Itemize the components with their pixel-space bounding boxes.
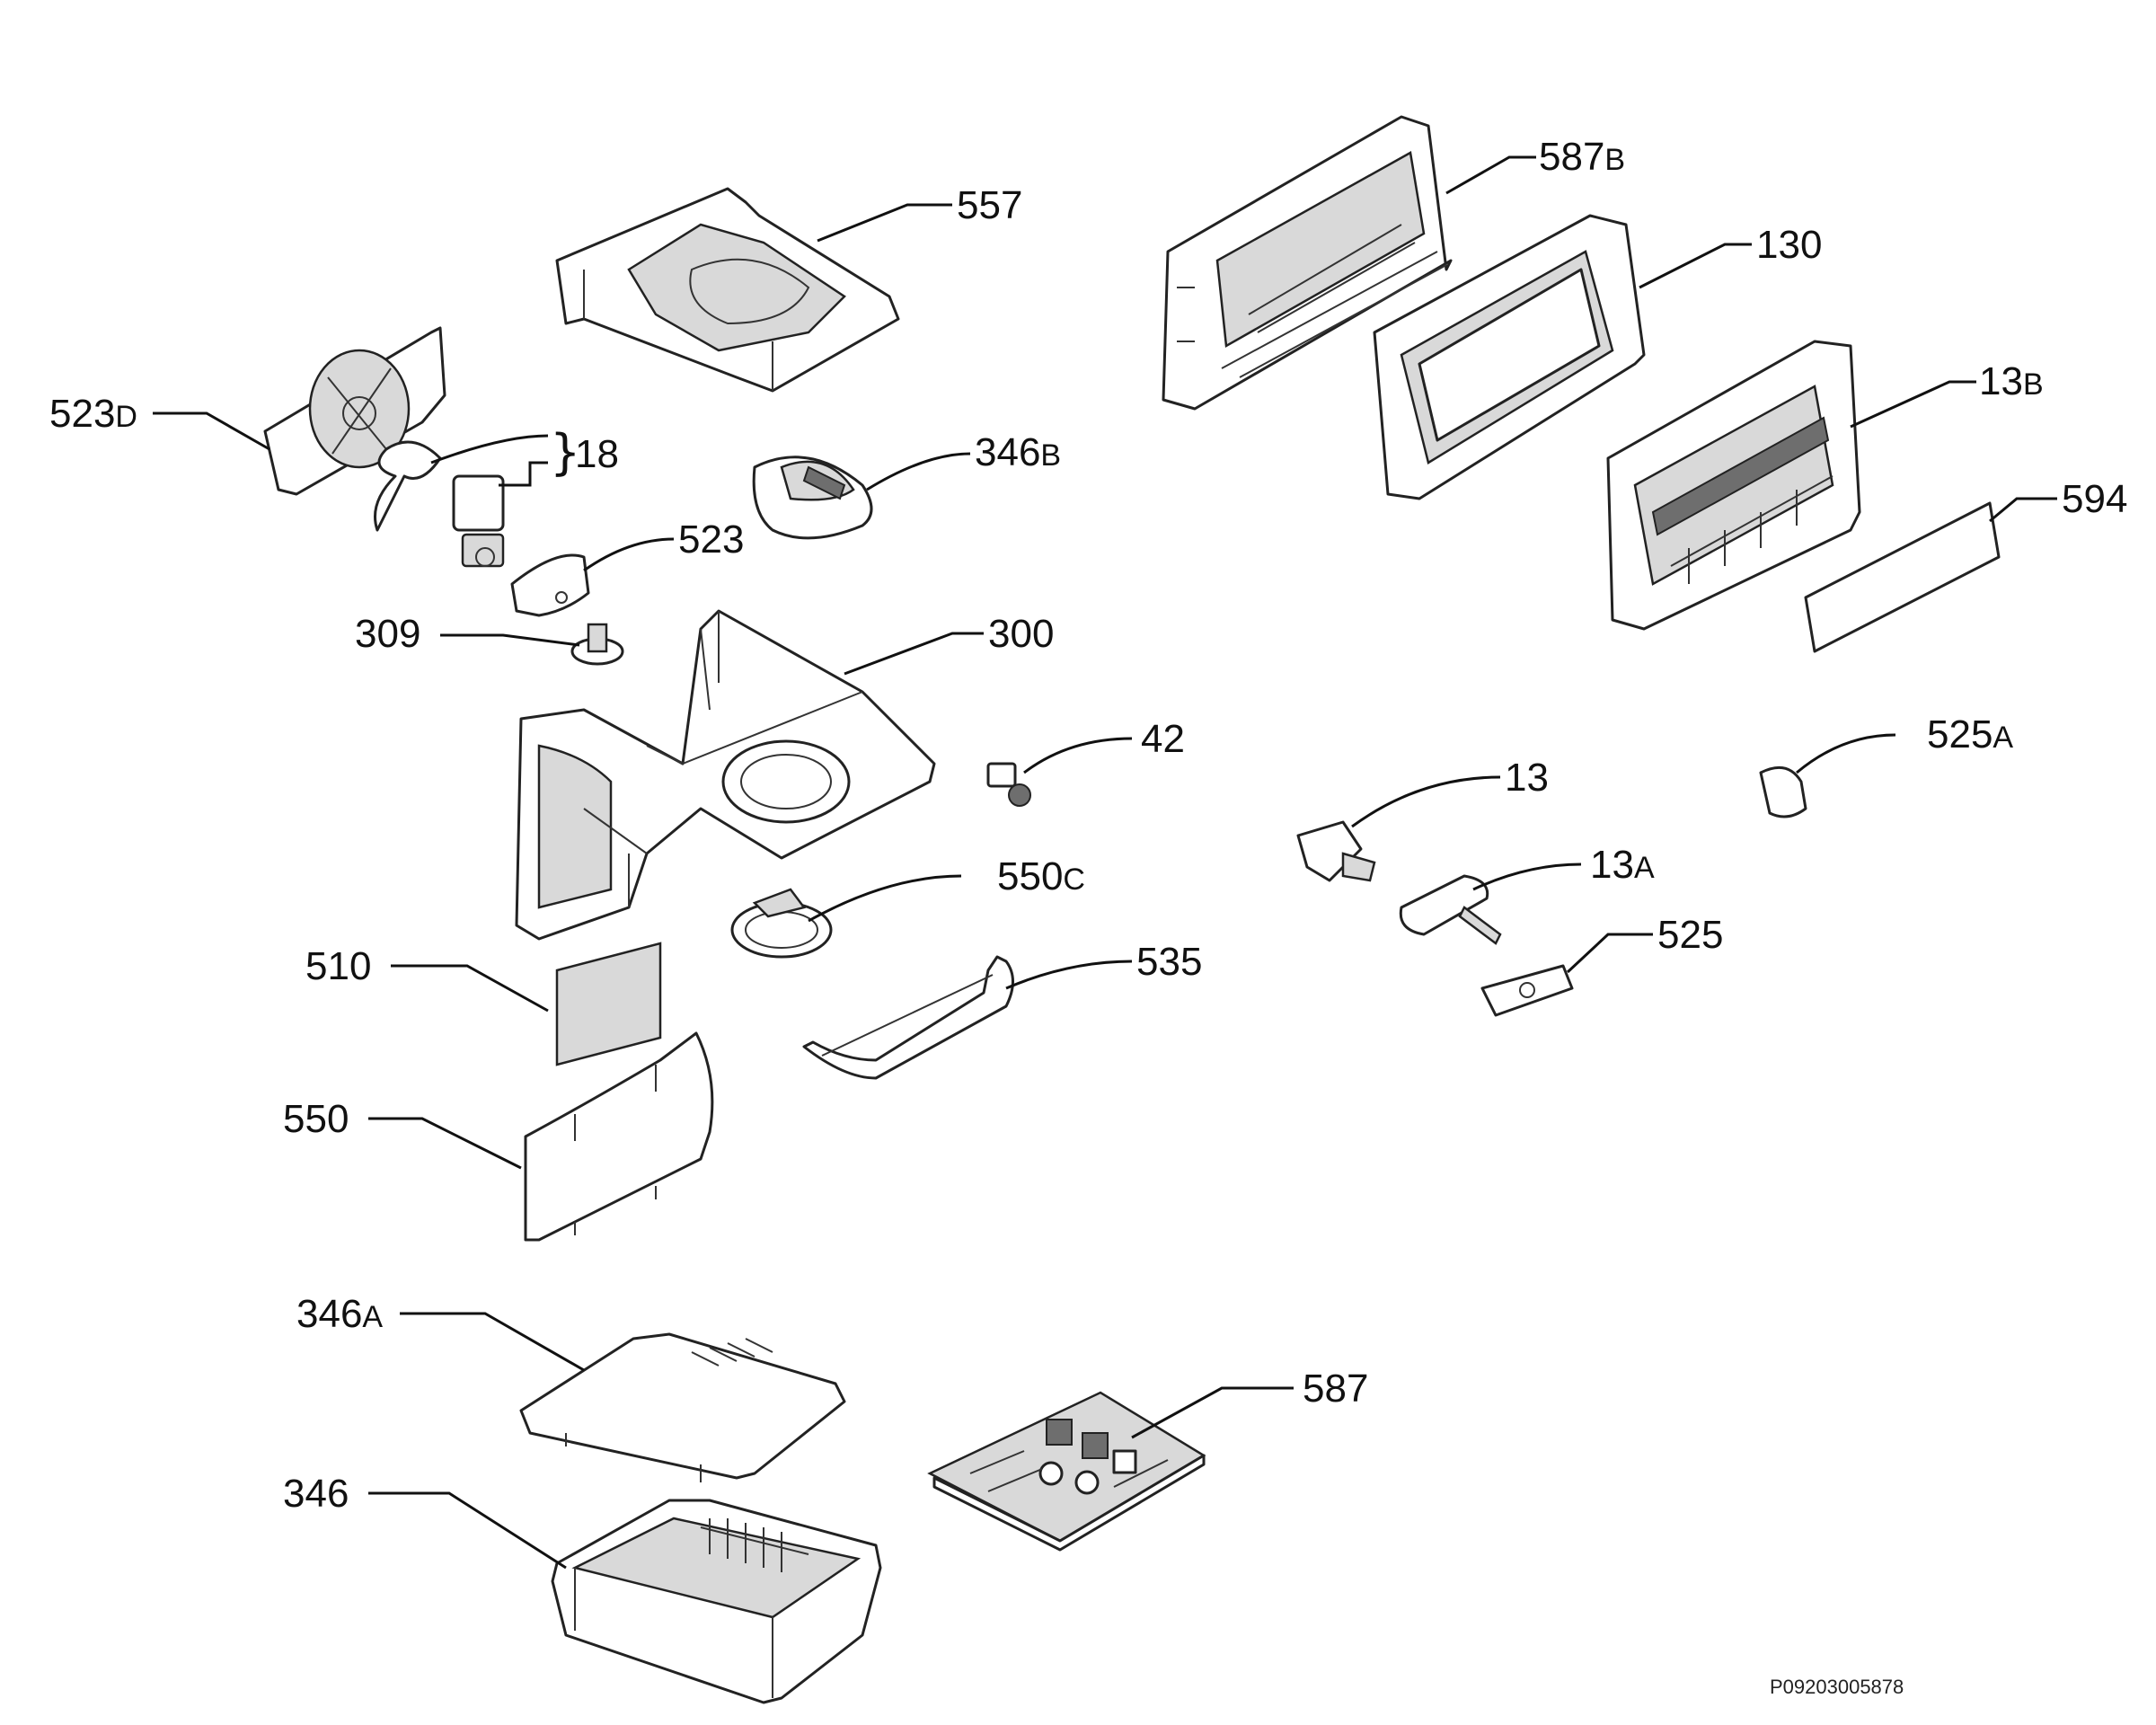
leader-557 [817,203,952,243]
callout-13a[interactable]: 13A [1590,843,1655,887]
part-510-pad[interactable] [555,942,662,1066]
part-525-cap[interactable] [1480,964,1574,1017]
callout-594[interactable]: 594 [2062,477,2127,521]
part-535-trim[interactable] [802,955,1014,1080]
part-346-box[interactable] [551,1499,882,1704]
callout-18-brace: } [550,424,580,481]
leader-550 [368,1117,522,1170]
leader-346a [400,1312,585,1372]
callout-13b[interactable]: 13B [1979,359,2044,403]
part-523-bracket[interactable] [510,553,590,617]
part-130-gasket[interactable] [1373,214,1646,500]
part-13-button[interactable] [1296,820,1376,882]
part-550c-ring[interactable] [730,888,833,959]
callout-130[interactable]: 130 [1756,223,1822,267]
callout-525[interactable]: 525 [1657,913,1723,957]
leader-525 [1566,933,1653,974]
leader-18b [499,461,548,487]
callout-535[interactable]: 535 [1136,940,1202,984]
callout-550[interactable]: 550 [283,1097,349,1141]
part-13b-panel[interactable] [1606,340,1861,631]
part-300-housing[interactable] [515,609,936,941]
callout-42[interactable]: 42 [1141,717,1185,761]
drawing-code: P09203005878 [1770,1676,1904,1698]
callout-523d[interactable]: 523D [49,392,137,436]
part-550-cover[interactable] [524,1031,714,1242]
leader-346b [866,452,971,491]
callout-587b[interactable]: 587B [1539,135,1625,179]
leader-13 [1351,775,1501,828]
callout-557[interactable]: 557 [957,183,1022,227]
part-523d-shroud[interactable] [263,326,446,496]
leader-13a [1472,862,1582,891]
part-18-fan-motor[interactable] [374,440,505,568]
callout-309[interactable]: 309 [355,612,420,656]
part-525a-knob[interactable] [1759,765,1807,818]
part-587b-frame[interactable] [1162,115,1453,411]
part-309-fitting[interactable] [570,623,624,666]
leader-523d [153,411,270,451]
leader-300 [844,632,984,676]
part-594-panel[interactable] [1804,501,2001,653]
callout-13[interactable]: 13 [1505,756,1549,800]
callout-510[interactable]: 510 [305,944,371,988]
part-13a-rod[interactable] [1399,874,1502,945]
leader-18a [430,434,549,464]
callout-587[interactable]: 587 [1303,1367,1368,1411]
leader-346 [368,1491,567,1570]
leader-594 [1989,497,2057,523]
callout-550c[interactable]: 550C [997,854,1085,898]
part-42-switch[interactable] [986,762,1031,807]
callout-300[interactable]: 300 [988,612,1054,656]
callout-18[interactable]: 18 [575,432,619,476]
leader-550c [808,874,962,923]
leader-42 [1023,737,1133,774]
leader-587 [1131,1386,1294,1439]
leader-510 [391,964,549,1013]
part-587-pcb[interactable] [927,1391,1206,1552]
callout-525a[interactable]: 525A [1927,712,2013,756]
leader-587b [1445,155,1536,195]
callout-346[interactable]: 346 [283,1472,349,1516]
leader-535 [1005,960,1133,990]
callout-346a[interactable]: 346A [296,1292,383,1336]
callout-523[interactable]: 523 [678,518,744,562]
part-557-tray[interactable] [555,187,900,393]
leader-13b [1850,380,1976,429]
part-346a-lid[interactable] [519,1332,846,1482]
callout-346b[interactable]: 346B [975,430,1061,474]
leader-523 [583,537,675,572]
leader-309 [440,633,580,647]
part-346b-cover[interactable] [752,456,873,540]
leader-525a [1796,733,1896,774]
leader-130 [1639,243,1752,289]
